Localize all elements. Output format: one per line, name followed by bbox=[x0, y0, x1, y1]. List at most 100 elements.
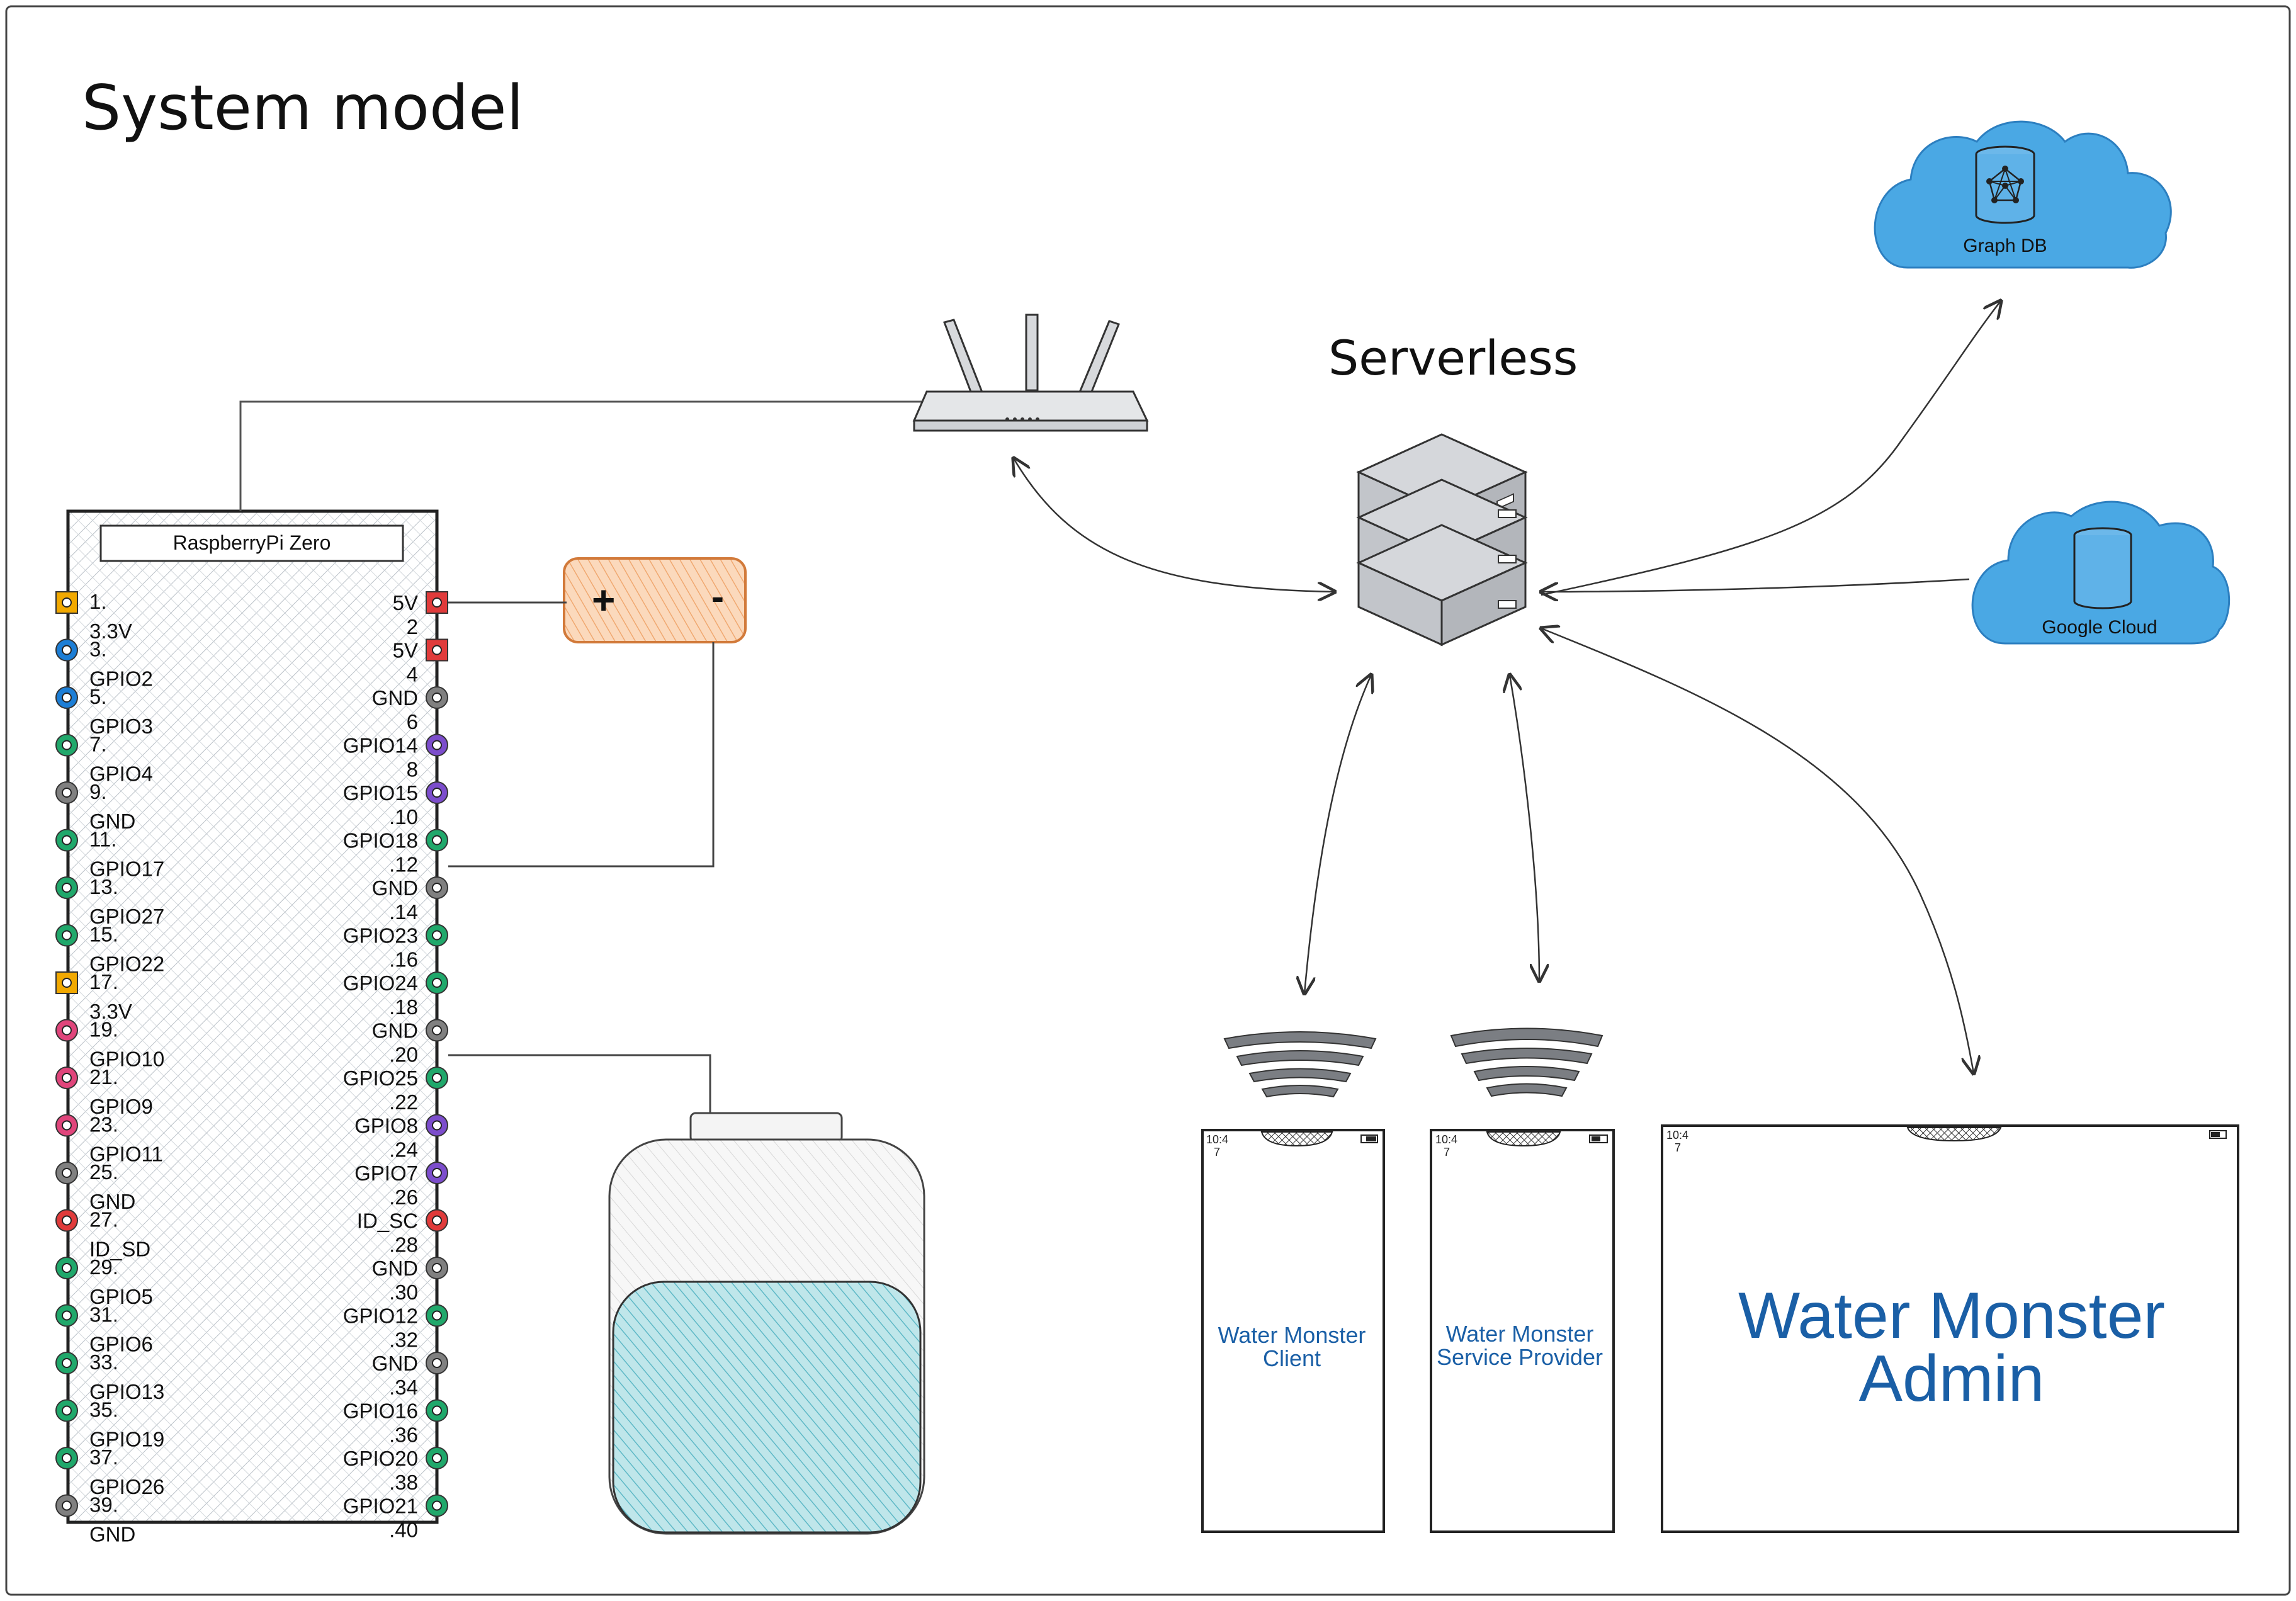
provider-app-title-line2: Service Provider bbox=[1437, 1344, 1603, 1370]
pin-label: GPIO11 bbox=[89, 1143, 163, 1166]
pin-number: 15. bbox=[89, 923, 118, 946]
pin-label: GPIO18 bbox=[343, 829, 418, 852]
pin-label: GPIO7 bbox=[354, 1162, 418, 1185]
pin-left-9: 17.3.3V bbox=[55, 970, 132, 1023]
pin-label: GPIO16 bbox=[343, 1400, 418, 1423]
client-phone: 10:4 7 Water Monster Client bbox=[1201, 1129, 1385, 1533]
pin-right-19: GPIO20.38 bbox=[343, 1447, 448, 1494]
provider-time-a: 10:4 bbox=[1435, 1133, 1457, 1146]
pin-label: GPIO9 bbox=[89, 1095, 153, 1118]
pin-label: ID_SD bbox=[89, 1238, 150, 1261]
pin-number: 9. bbox=[89, 780, 107, 803]
pin-left-14: 27. ID_SD bbox=[55, 1208, 150, 1261]
graph-db-cloud: Graph DB bbox=[1874, 120, 2172, 269]
pin-number: .22 bbox=[389, 1090, 418, 1114]
pin-right-7: GND.14 bbox=[372, 876, 448, 924]
client-app-title-line2: Client bbox=[1263, 1345, 1321, 1371]
pin-left-3: 5.GPIO3 bbox=[55, 685, 153, 738]
pin-label: GND bbox=[89, 1523, 135, 1546]
pin-label: GPIO26 bbox=[89, 1475, 164, 1498]
pin-right-20: GPIO21.40 bbox=[343, 1494, 448, 1542]
pin-left-2: 3.GPIO2 bbox=[55, 638, 153, 691]
pin-right-16: GPIO12.32 bbox=[343, 1304, 448, 1352]
admin-app-title-line1: Water Monster bbox=[1738, 1279, 2165, 1352]
pin-left-16: 31.GPIO6 bbox=[55, 1303, 153, 1356]
pin-right-15: GND.30 bbox=[372, 1257, 448, 1304]
pin-label: GPIO3 bbox=[89, 715, 153, 738]
pin-label: GPIO15 bbox=[343, 781, 418, 805]
pin-number: 8 bbox=[407, 758, 418, 781]
battery-minus: - bbox=[711, 575, 724, 618]
pin-number: .12 bbox=[389, 853, 418, 876]
pin-number: .10 bbox=[389, 805, 418, 829]
pin-left-19: 37.GPIO26 bbox=[55, 1445, 164, 1498]
pin-right-14: ID_SC.28 bbox=[357, 1209, 448, 1257]
battery-plus: + bbox=[592, 577, 615, 623]
pin-number: 27. bbox=[89, 1208, 118, 1231]
pin-number: .18 bbox=[389, 995, 418, 1019]
battery: + - bbox=[563, 557, 747, 643]
connection-arrows bbox=[1014, 301, 2001, 1073]
pin-number: .34 bbox=[389, 1376, 418, 1399]
pin-number: 7. bbox=[89, 733, 107, 756]
pin-number: 13. bbox=[89, 875, 118, 898]
pin-number: 31. bbox=[89, 1303, 118, 1327]
pin-left-7: 13. GPIO27 bbox=[55, 875, 164, 928]
pi-name: RaspberryPi Zero bbox=[173, 531, 331, 554]
arrow-server-admin bbox=[1541, 628, 1974, 1073]
arrow-server-provider bbox=[1510, 675, 1539, 981]
pin-label: GPIO27 bbox=[89, 905, 164, 928]
pin-label: GPIO23 bbox=[343, 924, 418, 948]
pin-label: 5V bbox=[393, 639, 418, 662]
pi-name-box bbox=[99, 524, 404, 562]
pin-right-1: 5V2 bbox=[393, 591, 448, 638]
pin-label: 5V bbox=[393, 591, 418, 614]
pin-number: .16 bbox=[389, 948, 418, 971]
pin-number: 33. bbox=[89, 1350, 118, 1374]
pin-label: GND bbox=[372, 876, 418, 900]
pin-label: GPIO19 bbox=[89, 1428, 164, 1451]
client-app-title-line1: Water Monster bbox=[1218, 1322, 1366, 1348]
admin-tablet: 10:4 7 Water Monster Admin bbox=[1661, 1124, 2239, 1533]
pin-right-6: GPIO18.12 bbox=[343, 829, 448, 876]
pin-left-10: 19.GPIO10 bbox=[55, 1018, 164, 1071]
pin-label: GPIO4 bbox=[89, 762, 153, 786]
pin-label: GPIO20 bbox=[343, 1447, 418, 1470]
provider-app-title-line1: Water Monster bbox=[1446, 1321, 1594, 1347]
pin-number: 6 bbox=[407, 710, 418, 733]
pin-number: 35. bbox=[89, 1398, 118, 1422]
provider-time-b: 7 bbox=[1444, 1146, 1450, 1158]
pin-number: 17. bbox=[89, 970, 118, 993]
server-stack-icon bbox=[1356, 433, 1528, 647]
wifi-icon-client bbox=[1223, 1031, 1377, 1098]
pin-right-10: GND.20 bbox=[372, 1019, 448, 1066]
pin-number: .14 bbox=[389, 900, 418, 924]
pin-number: 29. bbox=[89, 1255, 118, 1279]
pin-number: 21. bbox=[89, 1065, 118, 1089]
pin-number: 1. bbox=[89, 590, 107, 613]
pin-label: GPIO13 bbox=[89, 1380, 164, 1403]
client-time-b: 7 bbox=[1214, 1146, 1220, 1158]
pin-number: .20 bbox=[389, 1043, 418, 1066]
pin-number: 3. bbox=[89, 638, 107, 661]
pin-label: ID_SC bbox=[357, 1209, 418, 1233]
pin-left-1: 1.3.3V bbox=[55, 590, 132, 643]
pin-left-15: 29.GPIO5 bbox=[55, 1255, 153, 1308]
admin-app-title-line2: Admin bbox=[1859, 1342, 2045, 1415]
router-icon bbox=[912, 314, 1149, 432]
pin-label: GPIO8 bbox=[354, 1114, 418, 1138]
page-title: System model bbox=[82, 72, 524, 144]
pin-number: .38 bbox=[389, 1471, 418, 1494]
provider-phone: 10:4 7 Water Monster Service Provider bbox=[1430, 1129, 1615, 1533]
pin-left-8: 15.GPIO22 bbox=[55, 923, 164, 976]
pin-label: GND bbox=[372, 1352, 418, 1375]
serverless-label: Serverless bbox=[1328, 330, 1578, 386]
pin-right-9: GPIO24.18 bbox=[343, 971, 448, 1019]
pin-number: 25. bbox=[89, 1160, 118, 1184]
ethernet-cable bbox=[239, 400, 925, 511]
pin-number: 11. bbox=[89, 828, 116, 851]
pin-label: GND bbox=[89, 810, 135, 833]
pin-label: GPIO24 bbox=[343, 971, 418, 995]
pin-number: .26 bbox=[389, 1185, 418, 1209]
